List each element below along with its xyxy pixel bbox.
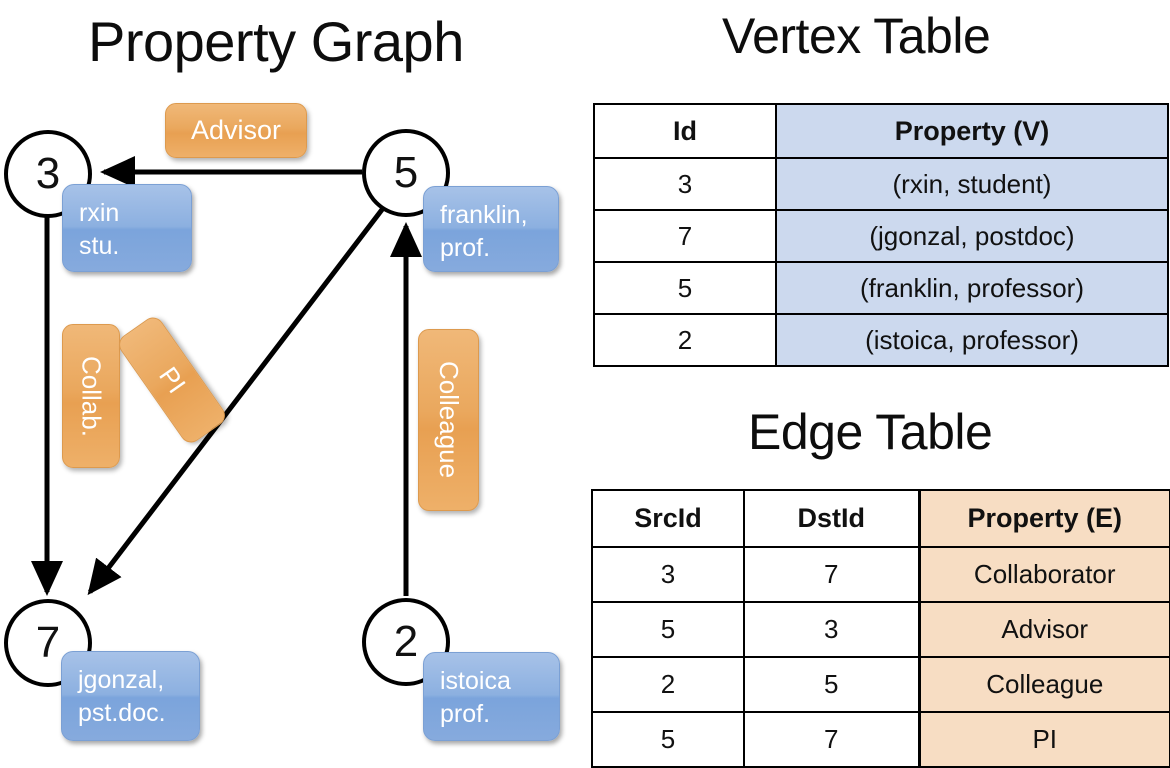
vertex-callout-7: jgonzal, pst.doc. [61,651,200,741]
vertex-row-3-property: (istoica, professor) [775,313,1169,367]
edge-table-row: 5 7 PI [591,711,1170,768]
edge-label-collab: Collab. [62,324,120,468]
vertex-row-0-id: 3 [593,157,777,211]
vertex-callout-3-line1: rxin [79,199,120,227]
property-graph-diagram: 3 5 7 2 Advisor Collab. PI Colleague rxi… [0,0,585,760]
edge-label-colleague: Colleague [418,329,479,511]
edge-table-row: 5 3 Advisor [591,601,1170,658]
vertex-table: Id Property (V) 3 (rxin, student) 7 (jgo… [593,103,1169,367]
edge-table: SrcId DstId Property (E) 3 7 Collaborato… [591,489,1170,768]
vertex-table-row: 7 (jgonzal, postdoc) [593,209,1169,263]
edge-row-0-property: Collaborator [917,546,1170,603]
edge-5-to-7-pi [87,205,386,596]
vertex-callout-5-line2: prof. [440,234,491,262]
edge-label-advisor-text: Advisor [190,115,282,145]
edge-table-header-dstid: DstId [743,489,920,548]
edge-row-3-src: 5 [591,711,745,768]
vertex-table-header-id: Id [593,103,777,159]
edge-row-1-dst: 3 [743,601,920,658]
page-title-edge-table: Edge Table [748,404,993,460]
edge-table-row: 3 7 Collaborator [591,546,1170,603]
vertex-callout-2-line1: istoica [440,667,511,695]
vertex-callout-7-line1: jgonzal, [78,666,165,694]
edge-label-advisor: Advisor [165,103,307,158]
edge-row-3-property: PI [917,711,1170,768]
edge-row-0-src: 3 [591,546,745,603]
graph-node-5[interactable]: 5 [362,129,450,217]
graph-edges-svg [31,156,422,597]
vertex-callout-2: istoica prof. [423,652,560,741]
vertex-row-1-property: (jgonzal, postdoc) [775,209,1169,263]
edge-label-pi-text: PI [153,361,192,399]
page-title-property-graph: Property Graph [88,10,464,73]
vertex-callout-3: rxin stu. [62,184,192,272]
graph-node-2[interactable]: 2 [362,598,450,686]
edge-table-row: 2 5 Colleague [591,656,1170,713]
edge-label-colleague-text: Colleague [434,361,464,479]
edge-table-header-srcid: SrcId [591,489,745,548]
vertex-callout-3-line2: stu. [79,232,120,260]
edge-row-1-property: Advisor [917,601,1170,658]
vertex-table-header-row: Id Property (V) [593,103,1169,159]
page-title-vertex-table: Vertex Table [722,8,991,64]
vertex-row-0-property: (rxin, student) [775,157,1169,211]
vertex-callout-2-line2: prof. [440,700,491,728]
edge-row-2-property: Colleague [917,656,1170,713]
edge-table-header-row: SrcId DstId Property (E) [591,489,1170,548]
edge-row-1-src: 5 [591,601,745,658]
edge-row-2-src: 2 [591,656,745,713]
vertex-table-row: 2 (istoica, professor) [593,313,1169,367]
edge-label-collab-text: Collab. [76,355,107,437]
edge-row-2-dst: 5 [743,656,920,713]
edge-table-header-property: Property (E) [917,489,1170,548]
vertex-row-1-id: 7 [593,209,777,263]
vertex-row-3-id: 2 [593,313,777,367]
edge-row-0-dst: 7 [743,546,920,603]
vertex-table-row: 3 (rxin, student) [593,157,1169,211]
vertex-table-row: 5 (franklin, professor) [593,261,1169,315]
vertex-callout-7-line2: pst.doc. [78,699,166,727]
edge-row-3-dst: 7 [743,711,920,768]
vertex-row-2-property: (franklin, professor) [775,261,1169,315]
vertex-callout-5: franklin, prof. [423,186,559,272]
vertex-callout-5-line1: franklin, [440,201,528,229]
vertex-table-header-property: Property (V) [775,103,1169,159]
vertex-row-2-id: 5 [593,261,777,315]
